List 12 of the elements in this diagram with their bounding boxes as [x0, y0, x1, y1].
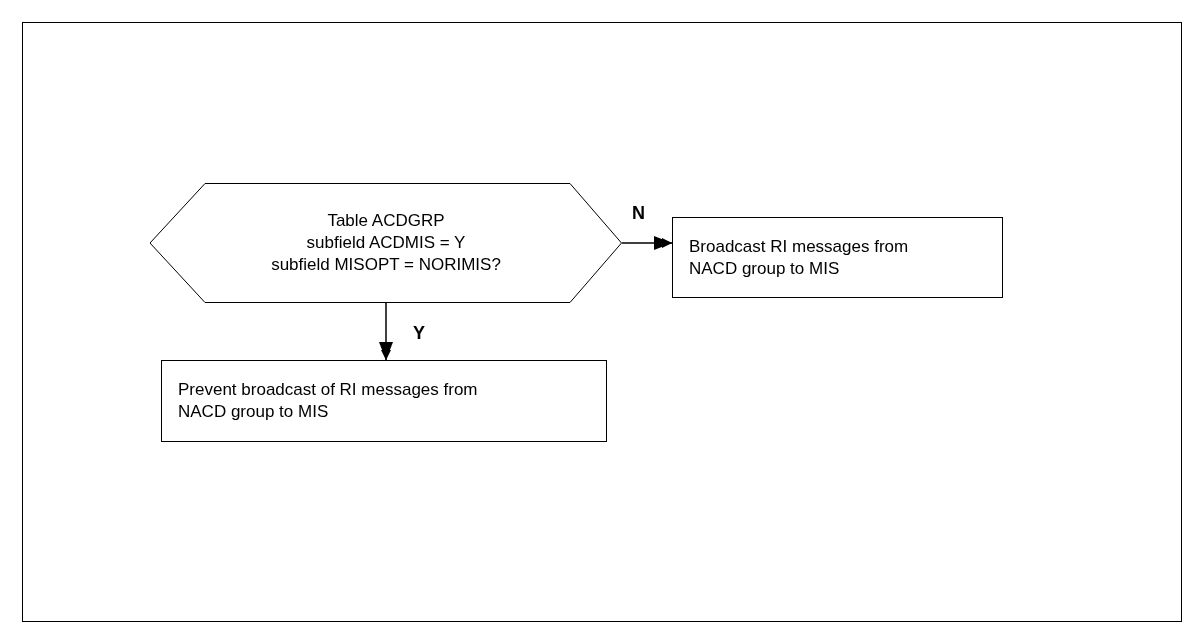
node-text: Broadcast RI messages from NACD group to MIS [689, 235, 910, 280]
edge-label: Y [413, 323, 425, 344]
arrow [379, 302, 393, 361]
process-box [672, 217, 1003, 298]
node-text: subfield ACDMIS = Y [306, 232, 466, 254]
process-box [161, 360, 607, 442]
node-text: Prevent broadcast of RI messages from NACD group to MIS [178, 379, 478, 423]
edge-label: N [632, 203, 645, 224]
node-text: Table ACDGRP [327, 210, 445, 232]
node-text: subfield MISOPT = NORIMIS? [271, 254, 501, 276]
decision-hexagon [150, 183, 622, 303]
arrow [621, 236, 673, 250]
